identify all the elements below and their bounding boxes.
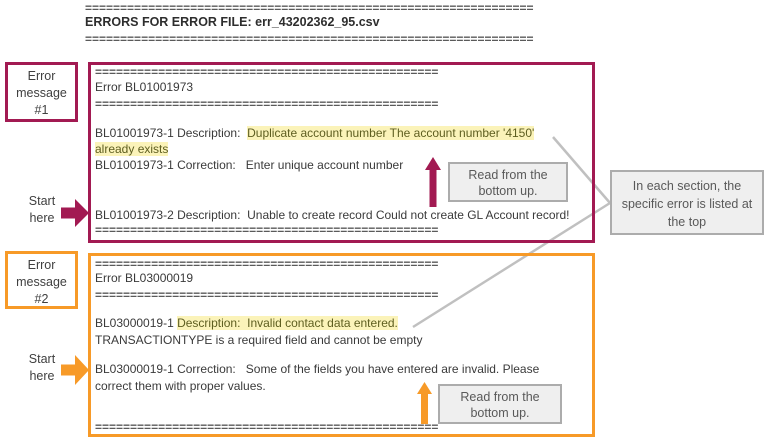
error-message-1-label: Error message #1 [5, 62, 78, 122]
error-2-description-prefix: BL03000019-1 [95, 316, 178, 330]
connector-line-bottom [412, 201, 611, 329]
start-here-line: here [29, 211, 55, 225]
header-separator-top: ========================================… [85, 1, 534, 15]
error-1-description-line-1: BL01001973-1 Description: Duplicate acco… [95, 126, 535, 140]
section-explainer-note: In each section, the specific error is l… [610, 170, 764, 235]
start-here-label-1: Start here [22, 193, 62, 227]
error-2-description-line-2: TRANSACTIONTYPE is a required field and … [95, 333, 423, 347]
error-1-description-2-line: BL01001973-2 Description: Unable to crea… [95, 208, 570, 222]
error-message-2-label: Error message #2 [5, 251, 78, 309]
start-here-line: Start [28, 352, 56, 366]
error-1-description-highlight-cont: already exists [95, 142, 169, 156]
error-2-correction-line-1: BL03000019-1 Correction: Some of the fie… [95, 362, 540, 376]
start-here-label-2: Start here [22, 351, 62, 385]
section-separator: ========================================… [95, 65, 439, 79]
label-line: #2 [34, 292, 49, 306]
error-message-2-box: ========================================… [88, 253, 595, 437]
error-1-description-prefix: BL01001973-1 Description: [95, 126, 248, 140]
connector-line-top [552, 136, 611, 204]
label-line: Error [27, 258, 56, 272]
up-arrow-icon [417, 382, 432, 424]
error-message-1-box: ========================================… [88, 62, 595, 243]
error-2-description-highlight: Description: Invalid contact data entere… [177, 316, 398, 330]
right-arrow-icon [61, 199, 89, 227]
section-separator: ========================================… [95, 420, 439, 434]
error-file-title: ERRORS FOR ERROR FILE: err_43202362_95.c… [85, 15, 380, 29]
section-separator: ========================================… [95, 223, 439, 237]
header-separator-bottom: ========================================… [85, 32, 534, 46]
up-arrow-icon [425, 157, 441, 207]
label-line: #1 [34, 103, 49, 117]
section-separator: ========================================… [95, 97, 439, 111]
label-line: message [16, 275, 67, 289]
label-line: Error [27, 69, 56, 83]
start-here-line: Start [28, 194, 56, 208]
error-1-correction-line: BL01001973-1 Correction: Enter unique ac… [95, 158, 404, 172]
error-1-title: Error BL01001973 [95, 80, 194, 94]
read-bottom-up-note-1: Read from the bottom up. [448, 162, 568, 202]
error-2-description-line-1: BL03000019-1 Description: Invalid contac… [95, 316, 398, 330]
error-2-correction-line-2: correct them with proper values. [95, 379, 266, 393]
label-line: message [16, 86, 67, 100]
error-1-description-highlight: Duplicate account number The account num… [247, 126, 535, 140]
start-here-line: here [29, 369, 55, 383]
error-2-title: Error BL03000019 [95, 271, 194, 285]
section-separator: ========================================… [95, 257, 439, 271]
read-bottom-up-note-2: Read from the bottom up. [438, 384, 562, 424]
section-separator: ========================================… [95, 288, 439, 302]
right-arrow-icon [61, 355, 89, 385]
error-1-description-line-2: already exists [95, 142, 169, 156]
